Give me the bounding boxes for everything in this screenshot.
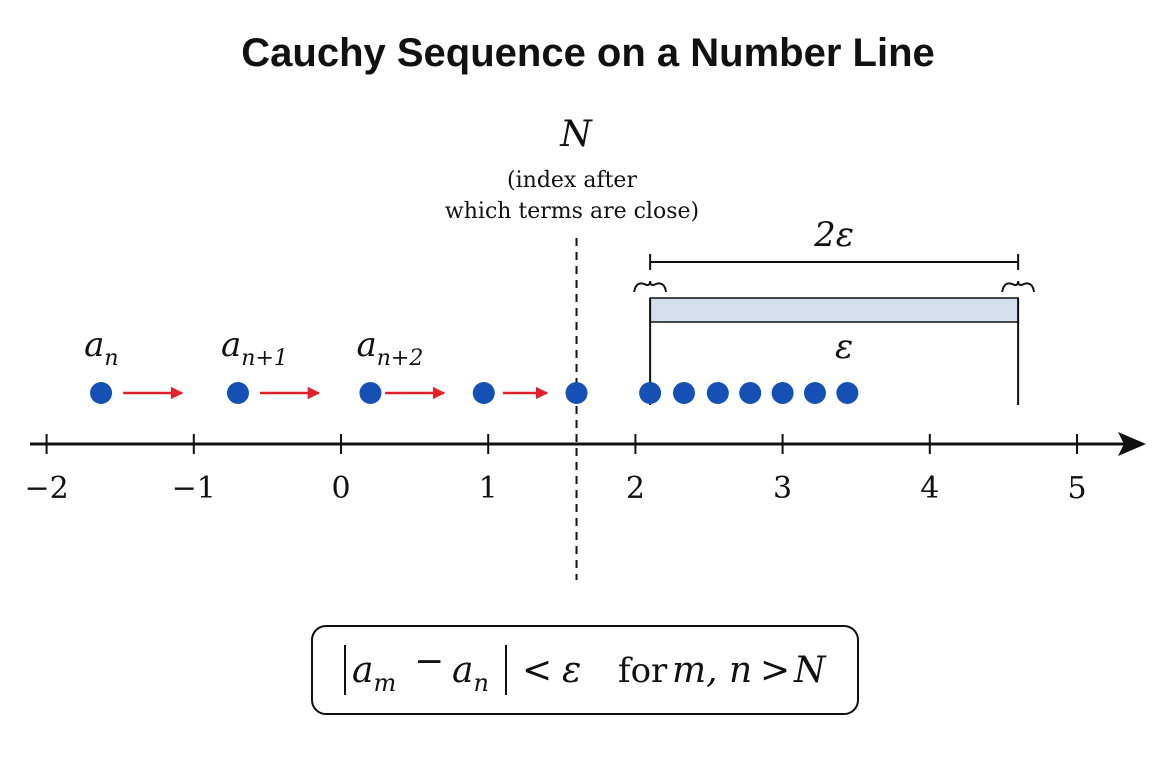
- sequence-point: [90, 382, 113, 404]
- sequence-point: [226, 382, 249, 404]
- diagram-title: Cauchy Sequence on a Number Line: [241, 31, 935, 75]
- cond-greater-than: >: [760, 650, 790, 691]
- n-caption-line-1: (index after: [507, 168, 637, 193]
- term-labels: an an+1 an+2: [84, 325, 423, 371]
- term-label: an+1: [221, 325, 288, 371]
- cond-vars: m, n: [672, 650, 752, 691]
- n-marker-label: N (index after which terms are close): [445, 114, 699, 224]
- sequence-point: [836, 382, 859, 404]
- cond-a-n: an: [452, 650, 489, 697]
- sequence-point: [472, 382, 495, 404]
- epsilon-band-group: 2ε ε: [633, 215, 1036, 405]
- axis-tick-label: −2: [24, 471, 68, 506]
- n-caption-line-2: which terms are close): [445, 199, 699, 224]
- two-epsilon-label: 2ε: [813, 215, 854, 255]
- axis-tick-label: 5: [1067, 471, 1086, 506]
- sequence-point: [565, 382, 588, 404]
- axis-tick-label: 4: [920, 471, 939, 506]
- axis-tick-label: −1: [172, 471, 216, 506]
- sequence-point: [739, 382, 762, 404]
- cauchy-condition-box: am − an < ε for m, n > N: [311, 625, 859, 715]
- cond-minus: −: [414, 641, 444, 682]
- sequence-point: [639, 382, 662, 404]
- right-brace: [1001, 280, 1036, 293]
- axis-tick-label: 2: [626, 471, 645, 506]
- number-line: −2 −1 0 1 2 3 4 5: [24, 432, 1146, 506]
- epsilon-label: ε: [835, 327, 853, 367]
- axis-tick-label: 0: [331, 471, 350, 506]
- sequence-point: [672, 382, 695, 404]
- sequence-point: [359, 382, 382, 404]
- term-label: an+2: [356, 325, 423, 371]
- axis-tick-label: 3: [773, 471, 792, 506]
- axis-arrowhead: [1118, 432, 1146, 456]
- sequence-point: [771, 382, 794, 404]
- epsilon-band: [649, 297, 1019, 323]
- axis-tick-label: 1: [479, 471, 498, 506]
- cond-less-than: <: [522, 650, 552, 691]
- cond-epsilon: ε: [562, 650, 581, 691]
- term-label: an: [84, 325, 118, 371]
- left-brace: [633, 280, 668, 293]
- cond-a-m: am: [352, 650, 396, 697]
- sequence-point: [803, 382, 826, 404]
- sequence-point: [706, 382, 729, 404]
- axis-ticks: −2 −1 0 1 2 3 4 5: [24, 434, 1087, 506]
- cond-N: N: [793, 650, 827, 691]
- n-label: N: [559, 114, 593, 155]
- sequence-points: [90, 382, 859, 404]
- cond-for: for: [618, 651, 668, 691]
- condition-box-frame: [311, 625, 859, 715]
